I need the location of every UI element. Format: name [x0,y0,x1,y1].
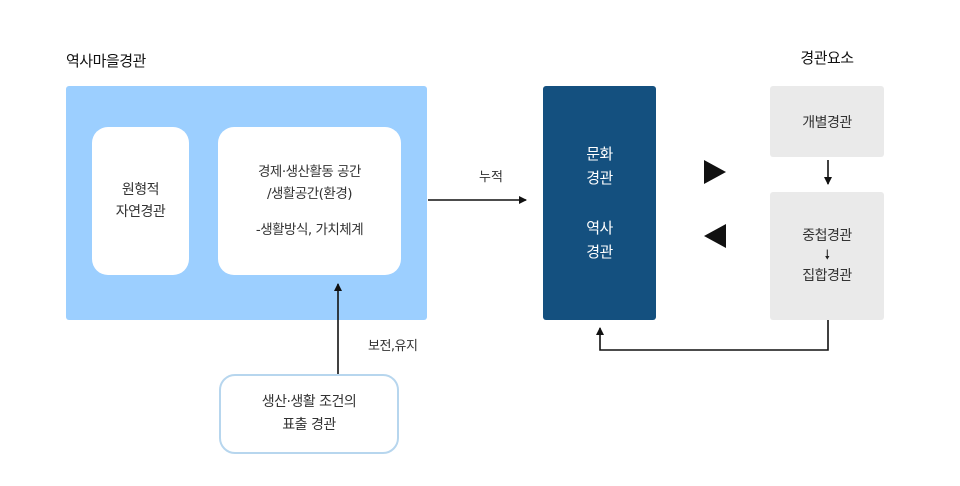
left-triangle-icon [704,224,726,248]
cultural-historical-landscape-box: 문화 경관 역사 경관 [543,86,656,320]
overlap-landscape-label: 중첩경관 [802,228,852,244]
preservation-label: 보전,유지 [368,339,418,354]
feedback-arrow [596,320,829,351]
economic-space-card: 경제·생산활동 공간 /생활공간(환경) -생활방식, 가치체계 [218,127,401,275]
natural-landscape-line2: 자연경관 [115,204,166,220]
right-triangle-icon [704,160,726,184]
natural-landscape-card: 원형적 자연경관 [92,127,189,275]
collective-landscape-label: 집합경관 [802,268,852,284]
natural-landscape-line1: 원형적 [121,182,160,198]
production-life-line2: 표출 경관 [282,417,336,433]
production-life-landscape-card: 생산·생활 조건의 표출 경관 [219,374,399,454]
village-landscape-title: 역사마을경관 [66,52,146,70]
individual-landscape-box: 개별경관 [770,86,884,157]
historical-line2: 경관 [586,243,613,261]
down-arrow-icon: 🠗 [824,248,830,263]
landscape-elements-title: 경관요소 [800,49,854,67]
economic-space-line1: 경제·생산활동 공간 [258,164,361,180]
economic-space-line3: -생활방식, 가치체계 [255,222,364,238]
cultural-line2: 경관 [586,169,613,187]
overlap-landscape-box: 중첩경관 🠗 집합경관 [770,192,884,320]
historical-line1: 역사 [586,219,613,237]
production-life-line1: 생산·생활 조건의 [261,394,357,410]
economic-space-line2: /생활공간(환경) [266,186,353,202]
individual-landscape-label: 개별경관 [802,114,852,131]
accumulation-label: 누적 [479,170,503,185]
cultural-line1: 문화 [586,145,613,163]
